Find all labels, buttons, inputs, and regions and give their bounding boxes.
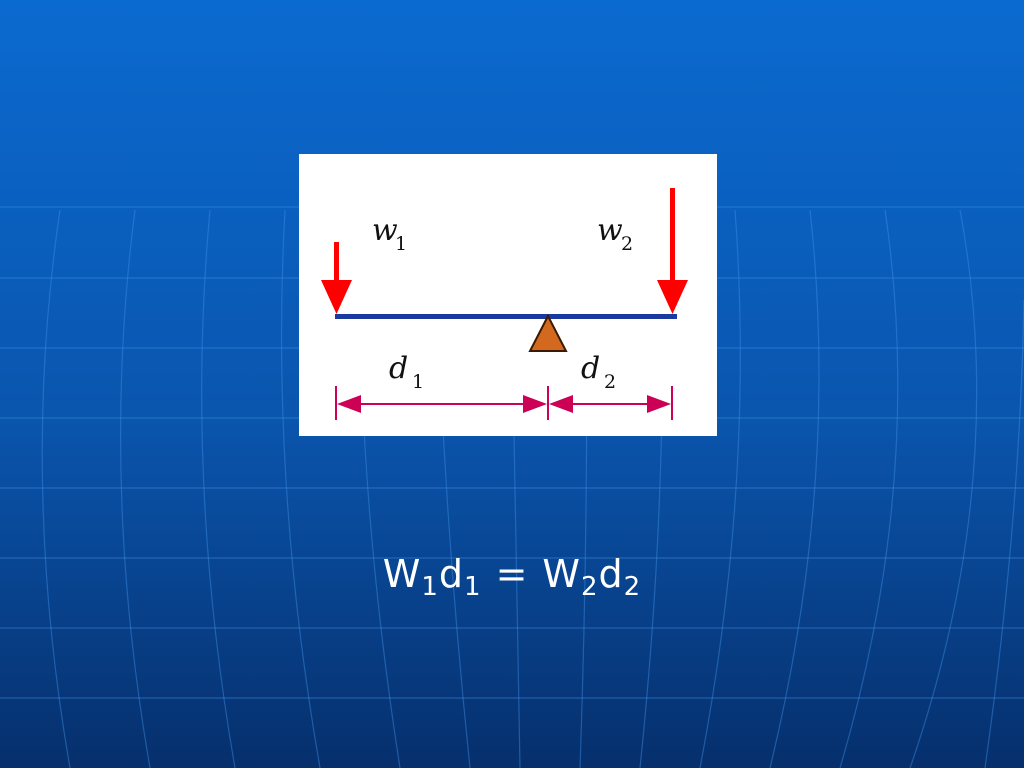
svg-text:w: w	[597, 213, 623, 248]
lever-equation: W1d1=W2d2	[0, 546, 1024, 602]
grid-lines	[0, 206, 1024, 768]
label-w1: w 1	[372, 213, 407, 255]
label-d2: d 2	[581, 351, 616, 393]
equation-w1-subscript: 1	[421, 572, 439, 602]
lever-beam	[335, 314, 677, 319]
svg-text:d: d	[581, 351, 600, 386]
label-w2: w 2	[597, 213, 633, 255]
svg-text:w: w	[372, 213, 398, 248]
lever-diagram: w 1 w 2 d 1 d 2	[321, 188, 688, 420]
equation-w2: W	[542, 552, 581, 596]
equation-d1-subscript: 1	[464, 572, 482, 602]
equation-d2-subscript: 2	[623, 572, 642, 602]
force-arrow-w1	[321, 242, 352, 314]
svg-text:d: d	[389, 351, 408, 386]
dimension-lines	[335, 386, 673, 420]
svg-text:2: 2	[604, 371, 616, 393]
equation-d2: d	[598, 552, 624, 596]
equation-d1: d	[438, 552, 465, 596]
svg-text:1: 1	[412, 371, 424, 393]
equation-equals-sign: =	[495, 552, 529, 596]
equation-w1: W	[382, 552, 422, 596]
equation-w2-subscript: 2	[581, 572, 599, 602]
fulcrum-triangle	[528, 313, 568, 352]
svg-text:2: 2	[621, 233, 633, 255]
svg-text:1: 1	[395, 233, 407, 255]
label-d1: d 1	[389, 351, 424, 393]
force-arrow-w2	[657, 188, 688, 314]
lever-diagram-panel: w 1 w 2 d 1 d 2	[299, 154, 717, 436]
